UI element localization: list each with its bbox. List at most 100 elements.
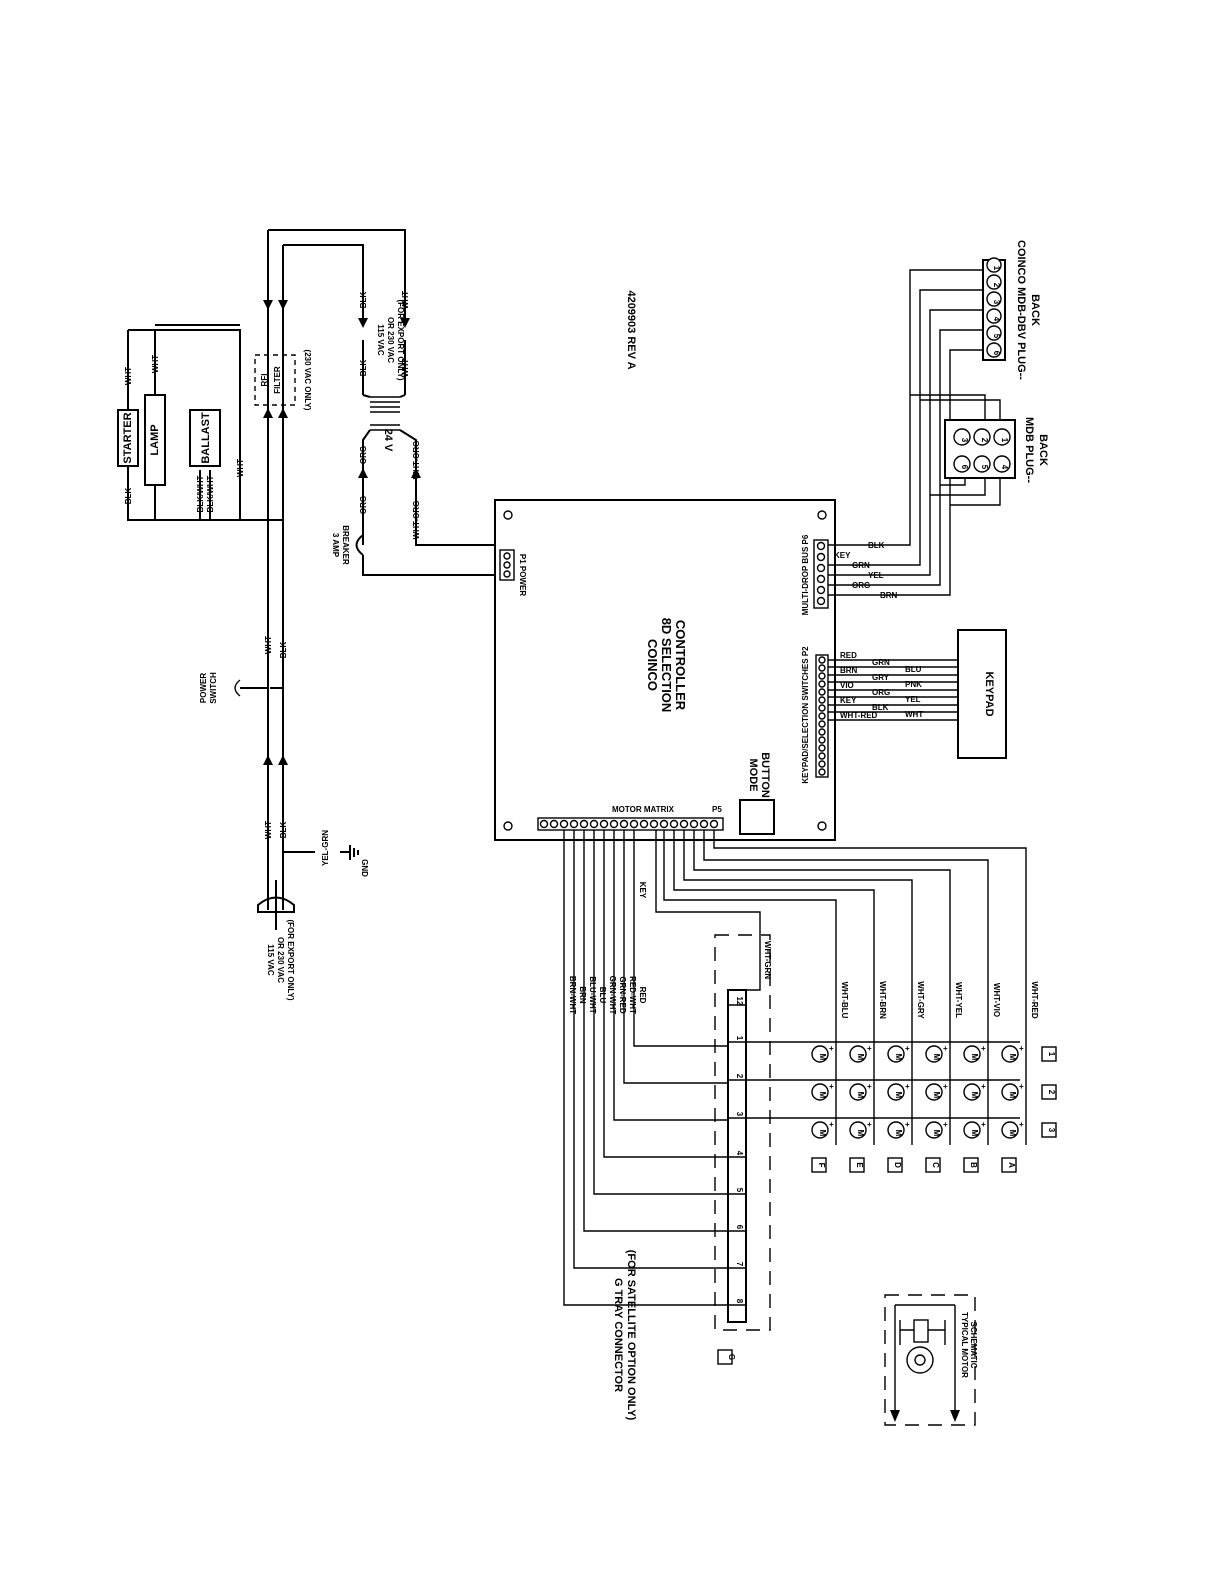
svg-text:BRN: BRN	[880, 591, 898, 600]
motor-polarity: +	[905, 1044, 910, 1053]
plug-pin-number: 4	[992, 317, 1001, 322]
motor-polarity: +	[867, 1082, 872, 1091]
svg-text:COINCO: COINCO	[645, 639, 660, 691]
g-tray-tag: G	[727, 1354, 736, 1360]
row-tag	[811, 1157, 827, 1173]
motor-polarity: +	[981, 1120, 986, 1129]
svg-text:BLK: BLK	[359, 360, 368, 377]
wire-label: GRN-RED	[618, 976, 627, 1014]
wire-label: BRN-WHT	[568, 976, 577, 1014]
g-tray-pin-number: 6	[735, 1225, 744, 1230]
wire-label: KEY	[638, 882, 647, 899]
plug-pin-number: 1	[992, 266, 1001, 271]
rfi-filter: RFI FILTER (230 VAC ONLY)	[254, 350, 312, 411]
connector-pin	[619, 819, 629, 829]
wire-label: WHT-BRN	[878, 981, 887, 1019]
wire-label: RED	[638, 987, 647, 1004]
svg-text:(FOR SATELLITE OPTION ONLY): (FOR SATELLITE OPTION ONLY)	[625, 1250, 637, 1421]
power-plug: YEL-GRN GND 115 VAC OR 230 VAC (FOR EXPO…	[257, 830, 369, 1001]
connector-pin	[818, 656, 826, 664]
row-tag	[925, 1157, 941, 1173]
motor-symbol: M	[970, 1130, 979, 1137]
svg-text:BLK: BLK	[279, 822, 288, 839]
plug-pin-number: 5	[980, 465, 989, 470]
motor-polarity: +	[829, 1082, 834, 1091]
motor-symbol: M	[894, 1054, 903, 1061]
svg-text:YEL: YEL	[868, 571, 884, 580]
plug-pin	[953, 428, 971, 446]
plug-pin	[986, 342, 1002, 358]
motor	[849, 1045, 867, 1063]
connector-pin	[818, 712, 826, 720]
connector-pin	[609, 819, 619, 829]
row-tag	[887, 1157, 903, 1173]
mode-button-label: MODE	[747, 759, 759, 792]
motor-symbol: M	[818, 1092, 827, 1099]
lamp-box	[144, 394, 166, 486]
connector-pin	[816, 585, 826, 595]
column-tag-label: 1	[1047, 1052, 1056, 1057]
g-tray-pin-number: 1	[735, 1036, 744, 1041]
mode-button[interactable]	[739, 799, 775, 835]
motor-symbol: M	[894, 1130, 903, 1137]
row-tag-label: C	[931, 1162, 940, 1168]
svg-text:ORG: ORG	[852, 581, 870, 590]
wire-label: BLK/WHT	[196, 475, 205, 512]
plug-pin-number: 4	[1000, 465, 1009, 470]
motor-symbol: M	[856, 1092, 865, 1099]
column-tag	[1041, 1122, 1057, 1138]
motor	[925, 1045, 943, 1063]
wire-label: WHT-BLU	[840, 982, 849, 1019]
motor-symbol: M	[818, 1054, 827, 1061]
motor	[887, 1121, 905, 1139]
row-tag-label: E	[855, 1162, 864, 1168]
svg-text:YEL-GRN: YEL-GRN	[321, 830, 330, 866]
connector-pin	[659, 819, 669, 829]
svg-text:SCHEMATIC: SCHEMATIC	[969, 1322, 978, 1369]
plug-pin-number: 3	[960, 438, 969, 443]
connector-pin	[539, 819, 549, 829]
wire-label: BLU	[905, 665, 922, 674]
plug-pin-number: 6	[992, 351, 1001, 356]
wire-label: WHT-RED	[840, 711, 878, 720]
connector-pin	[818, 720, 826, 728]
connector-pin	[679, 819, 689, 829]
connector-pin	[629, 819, 639, 829]
g-tray-pin-number: 4	[735, 1151, 744, 1156]
wire-label: WHT	[124, 367, 133, 385]
svg-text:BREAKER: BREAKER	[341, 525, 350, 565]
p1-label: P1 POWER	[518, 554, 527, 596]
connector-pin	[816, 552, 826, 562]
svg-text:MDB PLUG--: MDB PLUG--	[1023, 417, 1035, 483]
motor-symbol: M	[970, 1092, 979, 1099]
wire-label: KEY	[840, 696, 857, 705]
motor-symbol: M	[970, 1054, 979, 1061]
row-tag	[849, 1157, 865, 1173]
connector-pin	[699, 819, 709, 829]
motor-symbol: M	[932, 1054, 941, 1061]
motor	[849, 1083, 867, 1101]
connector-pin	[649, 819, 659, 829]
motor-matrix-label: MOTOR MATRIX	[612, 805, 675, 814]
wire-label: WHT-VIO	[992, 983, 1001, 1017]
row-tag	[963, 1157, 979, 1173]
column-tag	[1041, 1046, 1057, 1062]
motor-symbol: M	[894, 1092, 903, 1099]
svg-text:WHT: WHT	[264, 821, 273, 839]
plug-pin	[986, 308, 1002, 324]
motor-polarity: +	[943, 1082, 948, 1091]
column-tag-label: 2	[1047, 1090, 1056, 1095]
svg-text:RFI: RFI	[260, 374, 269, 387]
motor	[811, 1045, 829, 1063]
svg-text:4209903 REV A: 4209903 REV A	[625, 290, 637, 369]
connector-pin	[818, 760, 826, 768]
connector-pin	[669, 819, 679, 829]
svg-text:GRN: GRN	[852, 561, 870, 570]
plug-pin	[986, 325, 1002, 341]
svg-text:115 VAC: 115 VAC	[266, 944, 275, 976]
motor-polarity: +	[905, 1082, 910, 1091]
connector-pin	[818, 672, 826, 680]
connector-pin	[816, 563, 826, 573]
starter-box	[117, 409, 139, 467]
